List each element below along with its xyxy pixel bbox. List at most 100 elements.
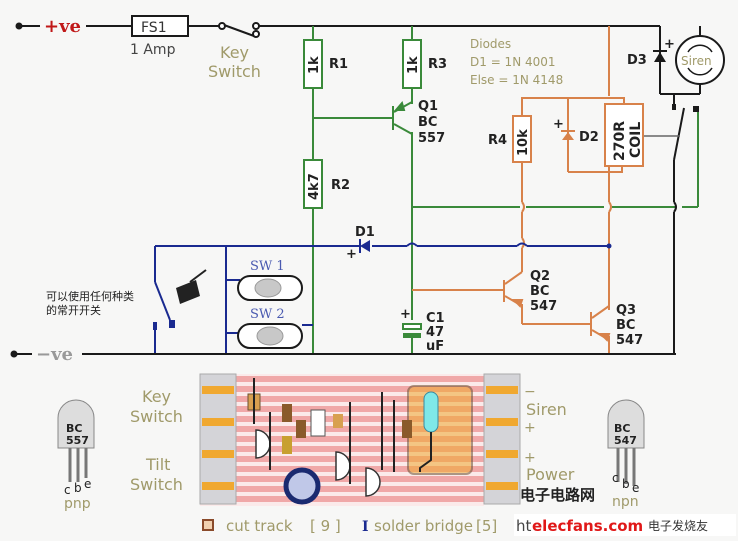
board-tilt-label-1: Tilt [145,455,170,474]
watermark-url-prefix: ht [516,517,532,535]
terminal-right [486,482,518,490]
board-strip [236,486,484,492]
c1-plus: + [400,307,411,322]
r1-ref: R1 [329,57,348,72]
board-plus-1: + [524,420,536,436]
c1-value-1: 47 [426,325,444,340]
board-strip [236,386,484,392]
fuse-rating: 1 Amp [130,42,176,58]
sw2-label: SW 2 [250,307,285,322]
q1-ref: Q1 [418,99,438,114]
board-strips [236,376,484,502]
capacitor-c1 [402,323,422,338]
positive-label: +ve [44,16,81,37]
relay-coil-line2: COIL [628,122,644,158]
diode-d1 [359,239,370,253]
diode-d3 [653,50,667,62]
pnp-marking-1: BC [66,422,82,435]
r4-ref: R4 [488,133,507,148]
fuse-fs1: FS1 [131,15,189,37]
d2-plus: + [553,117,564,132]
pnp-pin-e: e [84,477,91,491]
board-strip [236,436,484,442]
terminal-right [486,386,518,394]
orange-wires [412,26,625,354]
siren-label: Siren [681,54,712,68]
diode-d2 [561,130,575,140]
chinese-note-line1: 可以使用任何种类 [46,289,134,303]
micro-switch-icon [176,269,207,304]
relay-coil-line1: 270R [612,121,628,161]
relay-coil: 270R COIL [604,103,644,167]
key-switch-label-2: Switch [208,62,261,81]
r3-ref: R3 [428,57,447,72]
r2-ref: R2 [331,178,350,193]
board-strip [236,396,484,402]
c1-ref: C1 [426,311,445,326]
board-strip [236,416,484,422]
resistor-r2: 4k7 [303,159,323,209]
solder-bridge-icon: I [362,519,369,535]
watermark-tail-cn: 电子发烧友 [648,518,708,533]
blue-junction-dot [606,243,612,249]
resistor-r1: 1k [303,39,323,89]
transistor-q3 [590,305,611,342]
board-strip [236,406,484,412]
d3-ref: D3 [627,53,647,68]
diodes-note-line2: Else = 1N 4148 [470,73,563,87]
d3-plus: + [664,37,675,52]
q3-ref: Q3 [616,303,636,318]
d1-ref: D1 [355,225,375,240]
cut-track-count: [ 9 ] [310,517,341,535]
pinout-npn [607,399,645,486]
transistor-q1 [392,100,413,135]
board-plus-2: + [524,450,536,466]
r3-value: 1k [406,56,421,74]
tilt-contact-a [153,322,157,330]
pinout-pnp [57,399,95,482]
board-minus-1: − [524,384,536,400]
board-strip [236,496,484,502]
board-strip [236,456,484,462]
terminal-right [486,418,518,426]
board-strip [236,376,484,382]
board-power-label: Power [526,465,575,484]
chinese-note-line2: 的常开开关 [46,303,101,317]
terminal-left [202,482,234,490]
stripboard [199,373,521,506]
resistor-r4: 10k [512,115,532,163]
terminal-left [202,386,234,394]
npn-pin-b: b [622,477,630,491]
board-tilt-label-2: Switch [130,475,183,494]
transistor-q2 [503,271,524,308]
npn-pin-e: e [632,481,639,495]
tilt-switch-sw2 [237,323,303,349]
relay-contact-com [693,106,699,112]
negative-label: −ve [36,344,73,365]
r2-value: 4k7 [307,173,322,200]
r1-value: 1k [307,56,322,74]
green-wires [312,26,699,354]
board-siren-label: Siren [526,400,567,419]
board-key-label-1: Key [142,387,171,406]
pnp-pin-b: b [74,481,82,495]
r4-value: 10k [516,129,531,156]
npn-marking-1: BC [614,422,630,435]
q3-type-1: BC [616,318,635,333]
q1-type-2: 557 [418,131,445,146]
q2-ref: Q2 [530,269,550,284]
positive-terminal-dot [15,22,23,30]
board-key-label-2: Switch [130,407,183,426]
tilt-switch-sw1 [237,275,303,301]
diodes-note-line1: D1 = 1N 4001 [470,55,556,69]
solder-bridge-label: solder bridge [374,517,473,535]
npn-pin-c: c [612,471,619,485]
pnp-marking-2: 557 [66,434,89,447]
fuse-ref: FS1 [141,20,167,36]
tilt-contact-b [169,320,175,328]
q2-type-2: 547 [530,299,557,314]
terminal-right [486,450,518,458]
c1-value-2: uF [426,339,444,354]
